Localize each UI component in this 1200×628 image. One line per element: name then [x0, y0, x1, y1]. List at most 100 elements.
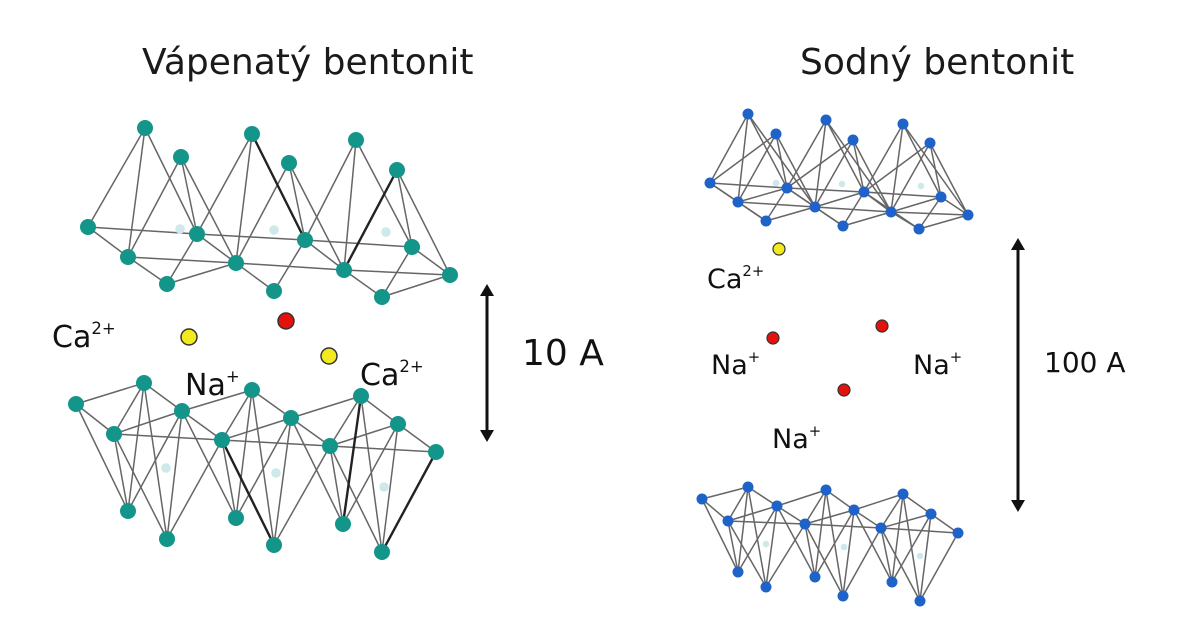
calcium-bentonite-top-layer — [80, 120, 458, 305]
right-bottom-bond — [880, 527, 921, 602]
right-top-bond — [890, 142, 931, 213]
right-top-bond — [929, 142, 969, 216]
left-top-atom — [189, 226, 205, 242]
right-top-atom — [770, 128, 782, 140]
right-top-bond — [863, 191, 942, 198]
left-top-bond — [127, 156, 182, 258]
right-bottom-bond — [776, 505, 806, 525]
right-bottom-inner-atom — [840, 543, 848, 551]
right-top-atom — [913, 223, 925, 235]
left-ca-label-2: Ca2+ — [360, 357, 424, 393]
right-bottom-bond — [804, 523, 816, 578]
left-bottom-atom — [228, 510, 244, 526]
left-top-bond — [87, 226, 129, 258]
left-bottom-atom — [266, 537, 282, 553]
right-bottom-bond — [804, 523, 882, 529]
right-top-bond — [709, 182, 788, 189]
right-bottom-bond — [919, 532, 959, 602]
right-top-bond — [709, 113, 749, 184]
right-ca-label: Ca2+ — [707, 262, 765, 295]
right-na-label-3: Na+ — [772, 422, 822, 455]
right-bottom-bond — [842, 509, 855, 597]
left-bottom-bond — [290, 417, 344, 525]
left-top-bond — [343, 139, 357, 271]
right-bottom-atom — [799, 518, 811, 530]
right-top-atom — [809, 201, 821, 213]
right-bottom-bond — [880, 493, 904, 529]
interlayer-ions — [180, 242, 889, 397]
right-top-bond — [786, 187, 816, 208]
right-top-bond — [709, 182, 739, 203]
left-ca-label-1: Ca2+ — [52, 319, 116, 355]
left-top-bond — [273, 239, 306, 292]
right-bottom-atom — [837, 590, 849, 602]
right-top-bond — [890, 211, 969, 216]
left-bottom-bond — [329, 445, 344, 525]
right-bottom-bond — [880, 527, 959, 534]
right-bottom-atom — [722, 515, 734, 527]
left-bottom-bond-bold — [220, 439, 276, 546]
left-na-ion — [277, 312, 295, 330]
right-bottom-bond — [727, 486, 749, 522]
right-top-bond — [786, 187, 865, 193]
right-bottom-bond — [776, 505, 816, 578]
right-bottom-bond — [765, 505, 778, 588]
left-top-bond — [304, 139, 357, 241]
left-bottom-bond — [75, 382, 145, 405]
left-top-atom — [80, 219, 96, 235]
right-na-ion — [766, 331, 780, 345]
left-bottom-bond — [127, 382, 145, 512]
left-top-atom — [348, 132, 364, 148]
left-bottom-bond — [221, 417, 292, 441]
left-top-bond — [235, 262, 345, 271]
right-bottom-bond — [701, 498, 729, 522]
left-bottom-bond — [251, 389, 292, 419]
left-top-bond — [127, 256, 237, 264]
left-distance-label: 10 A — [522, 333, 604, 374]
distance-arrows — [480, 238, 1025, 512]
right-top-bond — [737, 133, 777, 203]
right-bottom-atom — [696, 493, 708, 505]
right-top-inner-atom — [917, 182, 925, 190]
left-top-atom — [159, 276, 175, 292]
right-top-bond — [863, 123, 904, 193]
left-distance-arrow-head-down — [480, 430, 494, 442]
right-top-bond — [775, 133, 788, 189]
right-top-atom — [897, 118, 909, 130]
left-bottom-bond — [221, 439, 237, 519]
left-top-bond — [196, 233, 237, 264]
right-bottom-bond — [825, 489, 844, 597]
left-bottom-bond — [166, 410, 183, 540]
left-top-atom — [266, 283, 282, 299]
left-bottom-bond — [329, 445, 383, 553]
right-bottom-bond — [747, 486, 778, 507]
right-bottom-bond — [902, 493, 932, 515]
right-distance-label: 100 A — [1044, 346, 1126, 379]
right-top-atom — [781, 182, 793, 194]
left-top-bond — [196, 233, 306, 241]
left-bottom-bond — [221, 439, 331, 447]
right-top-bond — [825, 119, 865, 193]
left-bottom-atom — [174, 403, 190, 419]
right-bottom-atom — [897, 488, 909, 500]
right-bottom-bond — [701, 486, 749, 500]
left-top-atom — [281, 155, 297, 171]
right-top-bond — [863, 142, 931, 193]
left-top-atom — [336, 262, 352, 278]
right-na-ion — [837, 383, 851, 397]
right-bottom-atom — [809, 571, 821, 583]
left-bottom-atom — [120, 503, 136, 519]
left-bottom-bond — [235, 389, 253, 519]
right-bottom-inner-atom — [762, 540, 770, 548]
left-bottom-bond — [360, 395, 383, 553]
right-bottom-atom — [742, 481, 754, 493]
right-top-atom — [820, 114, 832, 126]
left-top-bond — [343, 269, 451, 276]
left-top-atom — [389, 162, 405, 178]
left-top-bond — [166, 262, 237, 285]
left-bottom-bond — [181, 410, 223, 441]
right-bottom-atom — [886, 576, 898, 588]
left-bottom-bond — [166, 439, 223, 540]
right-bottom-bond — [747, 486, 767, 588]
left-bottom-atom — [106, 426, 122, 442]
